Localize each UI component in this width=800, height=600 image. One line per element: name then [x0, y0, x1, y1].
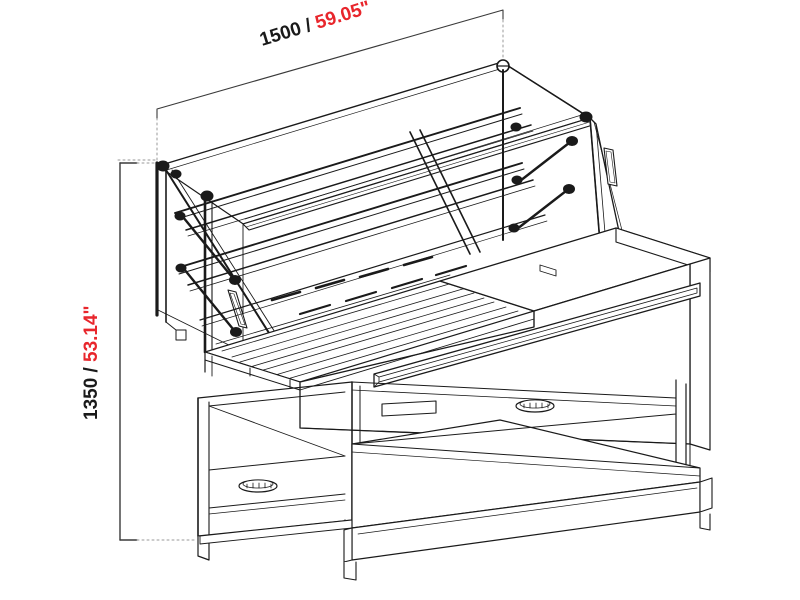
- height-inch-label: 53.14": [81, 305, 102, 362]
- front-vent-panel: [381, 400, 437, 417]
- right-end-glass-panel: [589, 117, 661, 253]
- cabinet-body: [299, 227, 711, 451]
- glass-support-posts: [409, 69, 504, 255]
- drain-grommets: [238, 399, 555, 493]
- shelf-brackets: [156, 59, 593, 337]
- grommet-lower: [238, 479, 278, 493]
- grommet-upper: [515, 399, 555, 413]
- dimension-label-height: 1350 / 53.14": [81, 305, 102, 420]
- right-panel-handle-slot: [603, 147, 618, 187]
- base-frame-stand: [197, 379, 713, 581]
- dimension-line-width: [117, 9, 504, 161]
- misc-details: [165, 264, 557, 377]
- height-mm-label: 1350 /: [81, 366, 102, 420]
